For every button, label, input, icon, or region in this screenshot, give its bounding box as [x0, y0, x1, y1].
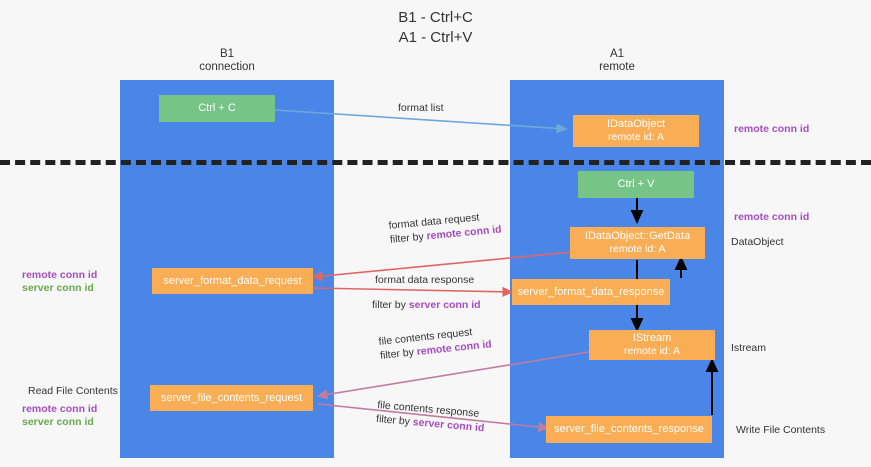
filter-prefix: filter by — [389, 230, 428, 246]
box-server-format-data-request[interactable]: server_format_data_request — [152, 268, 313, 294]
box-istream-line1: IStream — [632, 332, 672, 344]
lane-header-a1-title: A1 — [609, 48, 625, 60]
box-server-format-data-response[interactable]: server_format_data_response — [512, 279, 670, 305]
edge-label-format-data-response-filter: filter by server conn id — [372, 298, 481, 312]
box-server-file-contents-response[interactable]: server_file_contents_response — [546, 416, 712, 443]
section-divider — [0, 160, 871, 165]
box-file-request-label: server_file_contents_request — [160, 391, 303, 404]
box-idataobject-line2: remote id: A — [607, 131, 665, 143]
box-getdata-line1: IDataObject::GetData — [584, 230, 691, 242]
left-label-read-file-contents: Read File Contents — [28, 385, 118, 397]
lane-header-a1-subtitle: remote — [599, 61, 635, 73]
box-idataobject[interactable]: IDataObject remote id: A — [573, 115, 699, 147]
edge-label-file-contents-request: file contents request filter by remote c… — [378, 323, 492, 363]
lane-header-b1: B1 connection — [120, 48, 334, 74]
box-ctrl-c-label: Ctrl + C — [198, 102, 236, 114]
lane-header-a1: A1 remote — [510, 48, 724, 74]
filter-prefix: filter by — [379, 346, 418, 362]
right-label-remote-conn-id-mid: remote conn id — [734, 211, 810, 223]
box-file-response-label: server_file_contents_response — [554, 423, 704, 435]
left-label-server-conn-id-2: server conn id — [22, 416, 94, 428]
edge-label-format-data-response-text: format data response — [375, 274, 475, 286]
filter-prefix: filter by — [375, 412, 414, 429]
box-idataobject-line1: IDataObject — [606, 118, 666, 130]
right-label-write-file-contents: Write File Contents — [736, 424, 826, 436]
edge-label-file-contents-response: file contents response filter by server … — [376, 398, 487, 435]
right-label-istream: Istream — [731, 342, 767, 354]
diagram-title: B1 - Ctrl+C A1 - Ctrl+V — [398, 9, 473, 46]
box-ctrl-c[interactable]: Ctrl + C — [159, 95, 275, 122]
edge-label-format-list-text: format list — [398, 102, 444, 114]
left-label-remote-conn-id-2: remote conn id — [22, 403, 98, 415]
box-format-response-label: server_format_data_response — [517, 285, 665, 298]
filter-key-server-conn-id: server conn id — [408, 299, 481, 311]
box-server-file-contents-request[interactable]: server_file_contents_request — [150, 385, 313, 411]
box-istream[interactable]: IStream remote id: A — [589, 330, 715, 360]
box-format-request-label: server_format_data_request — [163, 274, 302, 287]
box-idataobject-getdata[interactable]: IDataObject::GetData remote id: A — [570, 227, 705, 259]
box-getdata-line2: remote id: A — [609, 243, 666, 255]
edge-label-format-data-request: format data request filter by remote con… — [388, 208, 502, 246]
left-label-server-conn-id: server conn id — [22, 282, 94, 294]
right-label-dataobject: DataObject — [731, 236, 784, 248]
filter-prefix: filter by — [372, 299, 409, 311]
left-label-remote-conn-id: remote conn id — [22, 269, 98, 281]
edge-label-format-data-response: format data response — [375, 273, 474, 287]
right-label-remote-conn-id-top: remote conn id — [734, 123, 810, 135]
arrow-format-data-response — [312, 286, 514, 297]
box-ctrl-v-label: Ctrl + V — [617, 178, 655, 190]
box-istream-line2: remote id: A — [623, 345, 681, 357]
lane-header-b1-title: B1 — [219, 48, 235, 60]
lane-header-b1-subtitle: connection — [199, 61, 255, 73]
edge-label-format-list: format list — [398, 101, 444, 115]
box-ctrl-v[interactable]: Ctrl + V — [578, 171, 694, 198]
